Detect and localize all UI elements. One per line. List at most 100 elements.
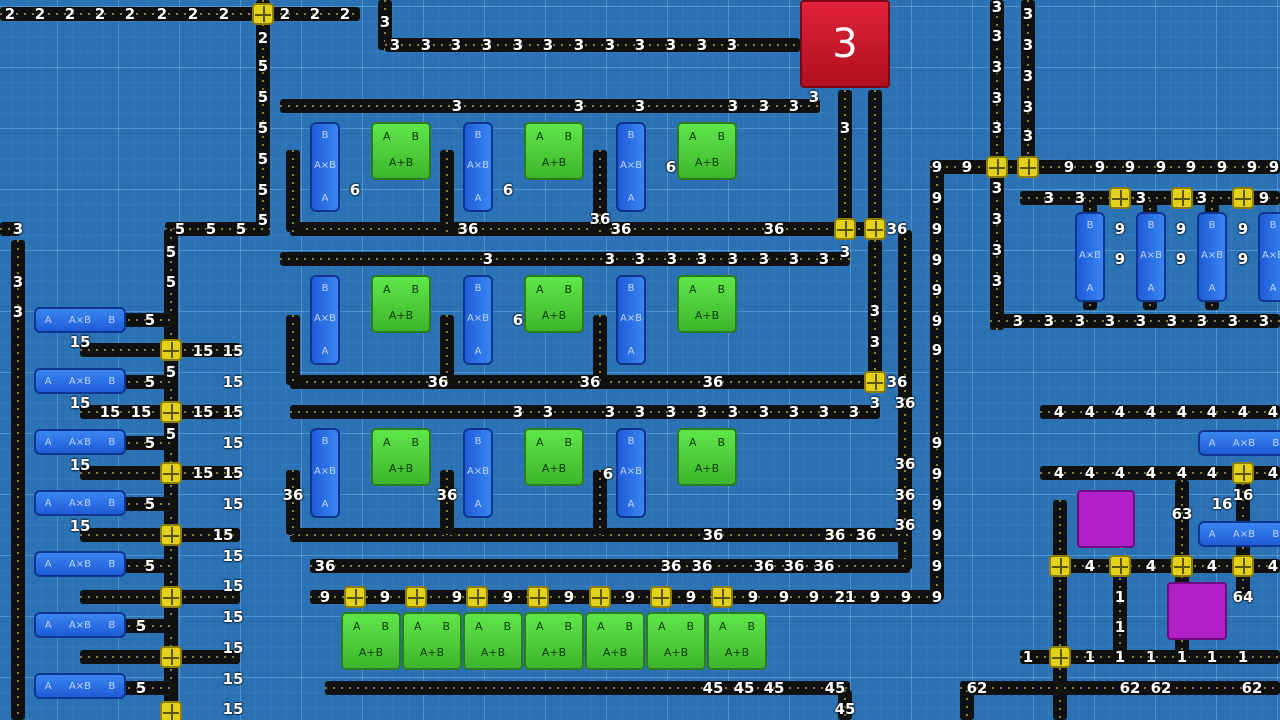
belt-vertical[interactable] <box>593 470 607 535</box>
junction[interactable] <box>1049 646 1071 668</box>
belt-horizontal[interactable] <box>960 681 1280 695</box>
junction[interactable] <box>1049 555 1071 577</box>
belt-horizontal[interactable] <box>0 222 20 236</box>
belt-horizontal[interactable] <box>280 252 850 266</box>
belt-horizontal[interactable] <box>120 313 175 327</box>
junction[interactable] <box>864 218 886 240</box>
junction[interactable] <box>1171 187 1193 209</box>
junction[interactable] <box>160 646 182 668</box>
junction[interactable] <box>711 586 733 608</box>
belt-vertical[interactable] <box>868 240 882 390</box>
belt-horizontal[interactable] <box>290 405 880 419</box>
belt-vertical[interactable] <box>838 90 852 230</box>
purple-block[interactable] <box>1167 582 1227 640</box>
belt-horizontal[interactable] <box>990 314 1280 328</box>
belt-vertical[interactable] <box>440 150 454 232</box>
junction[interactable] <box>160 586 182 608</box>
belt-horizontal[interactable] <box>120 681 175 695</box>
junction[interactable] <box>527 586 549 608</box>
belt-horizontal[interactable] <box>120 559 175 573</box>
goal-block[interactable]: 3 <box>800 0 890 88</box>
belt-horizontal[interactable] <box>165 222 270 236</box>
belt-horizontal[interactable] <box>0 7 360 21</box>
belt-vertical[interactable] <box>960 690 974 720</box>
junction[interactable] <box>1109 187 1131 209</box>
belt-vertical[interactable] <box>1113 570 1127 660</box>
junction[interactable] <box>1109 555 1131 577</box>
junction[interactable] <box>1232 555 1254 577</box>
belt-horizontal[interactable] <box>290 222 880 236</box>
belt-vertical[interactable] <box>11 240 25 720</box>
belt-horizontal[interactable] <box>1050 559 1280 573</box>
belt-vertical[interactable] <box>440 315 454 385</box>
junction[interactable] <box>834 218 856 240</box>
junction[interactable] <box>1232 187 1254 209</box>
belt-horizontal[interactable] <box>120 497 175 511</box>
junction[interactable] <box>160 701 182 720</box>
junction[interactable] <box>864 371 886 393</box>
junction[interactable] <box>252 3 274 25</box>
junction[interactable] <box>405 586 427 608</box>
belt-vertical[interactable] <box>1021 0 1035 170</box>
multiplier-block[interactable]: BA×BA <box>1258 212 1280 302</box>
belt-horizontal[interactable] <box>1040 466 1280 480</box>
belt-horizontal[interactable] <box>325 681 850 695</box>
belt-vertical[interactable] <box>286 470 300 535</box>
belt-vertical[interactable] <box>838 690 852 720</box>
junction[interactable] <box>1171 555 1193 577</box>
purple-block[interactable] <box>1077 490 1135 548</box>
junction[interactable] <box>344 586 366 608</box>
belt-vertical[interactable] <box>286 315 300 385</box>
belt-vertical[interactable] <box>286 150 300 232</box>
belt-vertical[interactable] <box>868 90 882 230</box>
junction[interactable] <box>160 339 182 361</box>
belt-horizontal[interactable] <box>385 38 800 52</box>
junction[interactable] <box>160 401 182 423</box>
junction[interactable] <box>986 156 1008 178</box>
belt-horizontal[interactable] <box>310 559 910 573</box>
belt-horizontal[interactable] <box>1020 650 1280 664</box>
belt-horizontal[interactable] <box>1040 405 1280 419</box>
belt-horizontal[interactable] <box>290 375 880 389</box>
belt-horizontal[interactable] <box>120 375 175 389</box>
belt-vertical[interactable] <box>593 315 607 385</box>
junction[interactable] <box>160 462 182 484</box>
belt-horizontal[interactable] <box>120 436 175 450</box>
junction[interactable] <box>466 586 488 608</box>
